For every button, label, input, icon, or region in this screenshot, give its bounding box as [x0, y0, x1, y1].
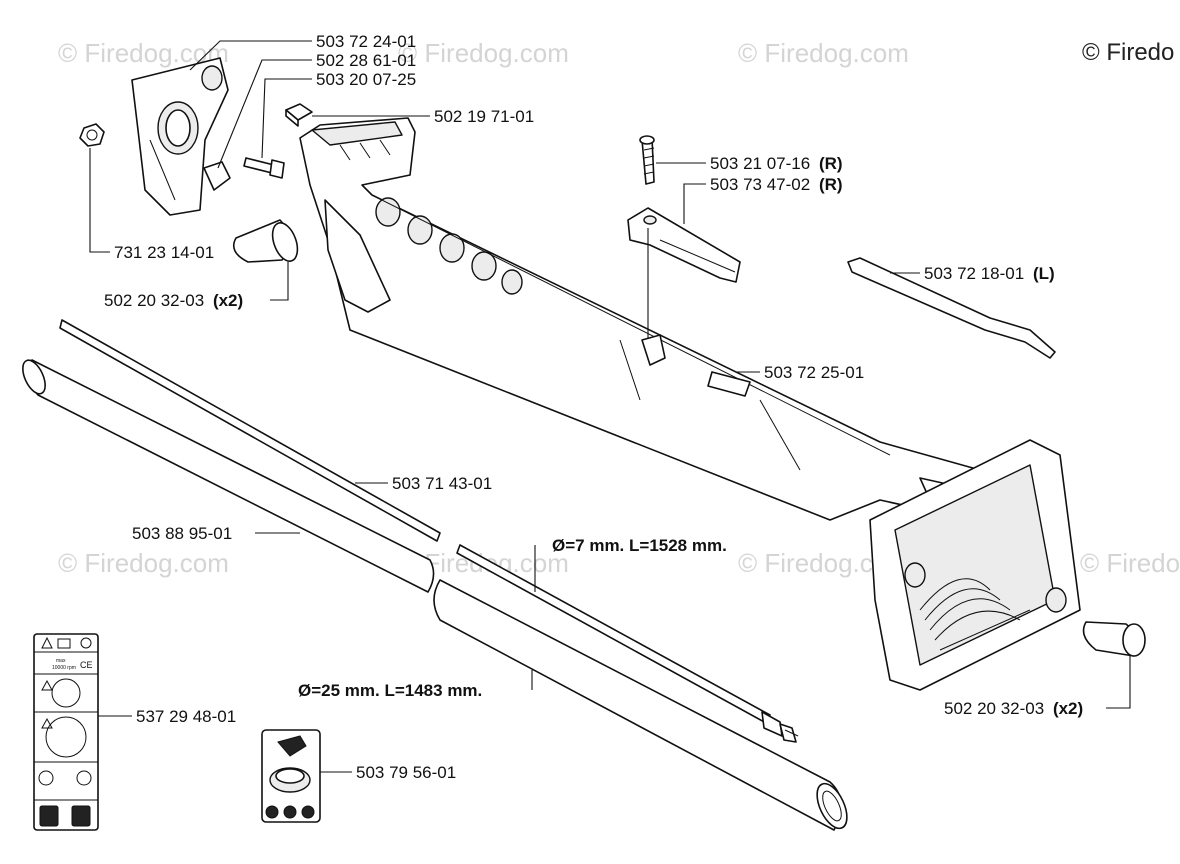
part-label: 503 71 43-01	[392, 474, 492, 493]
part-number: 502 20 32-03	[104, 291, 204, 310]
part-label: 503 73 47-02 (R)	[710, 175, 843, 194]
distance-warning-icon	[45, 716, 87, 758]
decal-rpm: max	[56, 658, 66, 664]
spool-icon	[265, 805, 279, 819]
screw	[243, 157, 285, 179]
shaft-tube-upper	[22, 359, 435, 593]
helmet-icon	[80, 637, 92, 649]
part-side: (R)	[819, 154, 843, 173]
debris-hazard-icon	[51, 678, 81, 708]
part-number: 503 21 07-16	[710, 154, 810, 173]
part-side: (R)	[819, 175, 843, 194]
handle-bracket	[131, 57, 229, 216]
ce-mark: CE	[80, 660, 93, 670]
rod-dimension-label: Ø=7 mm. L=1528 mm.	[552, 536, 727, 555]
warning-triangle-icon	[41, 636, 53, 649]
manual-icon	[57, 638, 71, 649]
main-housing	[299, 117, 981, 521]
earmuffs-icon	[38, 770, 54, 786]
part-label: 502 20 32-03 (x2)	[104, 291, 243, 310]
spool-icon	[301, 805, 315, 819]
part-label: 503 21 07-16 (R)	[710, 154, 843, 173]
leader-lines	[89, 40, 1131, 773]
trimmer-head-decal	[261, 729, 321, 823]
decal-rpm: 10000 rpm	[52, 665, 76, 671]
grip-cap-right	[1082, 621, 1146, 657]
watermark: © Firedog.com	[738, 38, 909, 68]
part-label: 503 72 24-01	[316, 32, 416, 51]
part-quantity: (x2)	[213, 291, 243, 310]
goggles-icon	[71, 805, 91, 827]
nut	[79, 123, 105, 147]
square-nut	[285, 103, 313, 127]
part-side: (L)	[1033, 264, 1055, 283]
part-label: 503 72 18-01 (L)	[924, 264, 1055, 283]
throttle-lever	[847, 257, 1056, 359]
engine-mount-housing	[869, 439, 1081, 691]
copyright-watermark: © Firedo	[1082, 39, 1174, 66]
hand-tool-icon	[277, 735, 307, 757]
clamp	[203, 161, 231, 191]
part-label: 502 19 71-01	[434, 107, 534, 126]
spool-icon	[283, 805, 297, 819]
warning-triangle-icon	[41, 679, 53, 691]
watermark: © Firedog.com	[58, 548, 229, 578]
grip-cap-left	[232, 219, 299, 263]
throttle-holder	[627, 207, 741, 283]
part-number: 502 20 32-03	[944, 699, 1044, 718]
shaft-tube-lower	[433, 579, 848, 831]
part-label: 503 79 56-01	[356, 763, 456, 782]
boots-icon	[39, 805, 59, 827]
watermark: © Firedo	[1080, 548, 1180, 578]
part-number: 503 72 18-01	[924, 264, 1024, 283]
gloves-icon	[76, 770, 92, 786]
watermark: © Firedog.com	[398, 38, 569, 68]
part-label: 731 23 14-01	[114, 243, 214, 262]
safety-decal: CE max 10000 rpm	[33, 633, 99, 831]
part-label: 503 20 07-25	[316, 70, 416, 89]
bolt	[639, 135, 655, 185]
part-number: 503 73 47-02	[710, 175, 810, 194]
warning-triangle-icon	[41, 717, 53, 729]
part-label: 503 88 95-01	[132, 524, 232, 543]
part-label: 537 29 48-01	[136, 707, 236, 726]
part-label: 502 28 61-01	[316, 51, 416, 70]
part-label: 503 72 25-01	[764, 363, 864, 382]
part-quantity: (x2)	[1053, 699, 1083, 718]
tube-dimension-label: Ø=25 mm. L=1483 mm.	[298, 681, 482, 700]
part-label: 502 20 32-03 (x2)	[944, 699, 1083, 718]
